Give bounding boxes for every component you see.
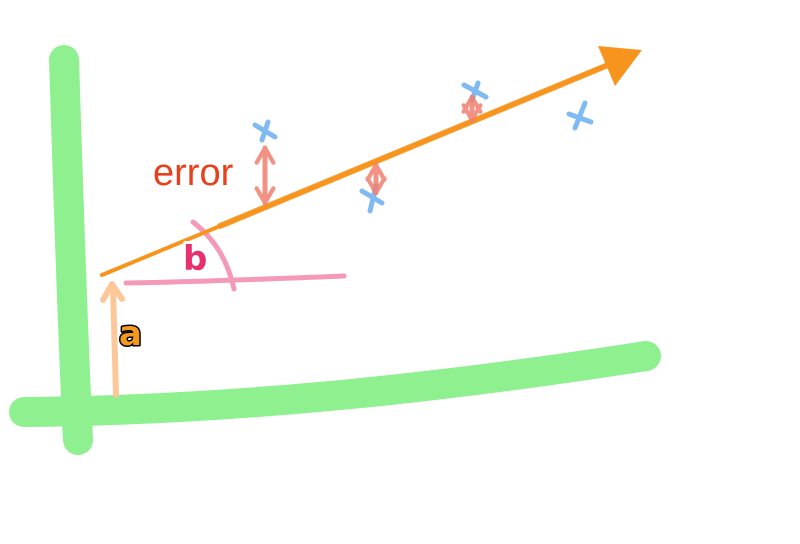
error-label: error: [153, 152, 234, 194]
y-axis: [49, 45, 93, 455]
x-axis: [9, 341, 661, 427]
regression-line: [100, 46, 642, 277]
regression-arrowhead: [598, 46, 642, 86]
data-point: [566, 100, 594, 131]
slope-label: b: [183, 239, 207, 279]
intercept-arrow: [100, 281, 125, 398]
data-point: [359, 183, 385, 214]
data-point: [461, 80, 489, 103]
data-point: [252, 119, 278, 143]
slope-angle-marker: [123, 219, 347, 292]
intercept-label: a: [119, 314, 142, 354]
